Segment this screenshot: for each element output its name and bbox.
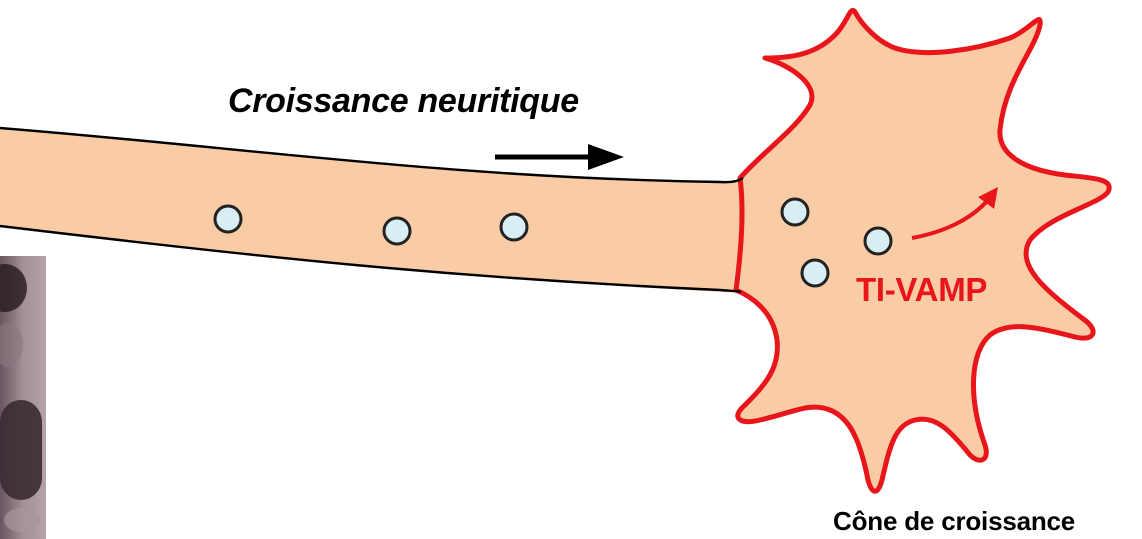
vesicle: [384, 218, 410, 244]
growth-cone: [736, 10, 1109, 491]
growth-direction-arrow-icon: [495, 144, 624, 170]
neurite-shaft-fill: [0, 128, 760, 295]
growth-cone-label: Cône de croissance: [833, 506, 1075, 537]
ti-vamp-label: TI-VAMP: [856, 271, 987, 309]
vesicle: [782, 199, 808, 225]
vesicle: [865, 228, 891, 254]
vesicle: [501, 214, 527, 240]
vesicle: [215, 206, 241, 232]
vesicle: [802, 260, 828, 286]
neurite-growth-label: Croissance neuritique: [228, 82, 579, 121]
photo-fragment: [0, 256, 46, 539]
